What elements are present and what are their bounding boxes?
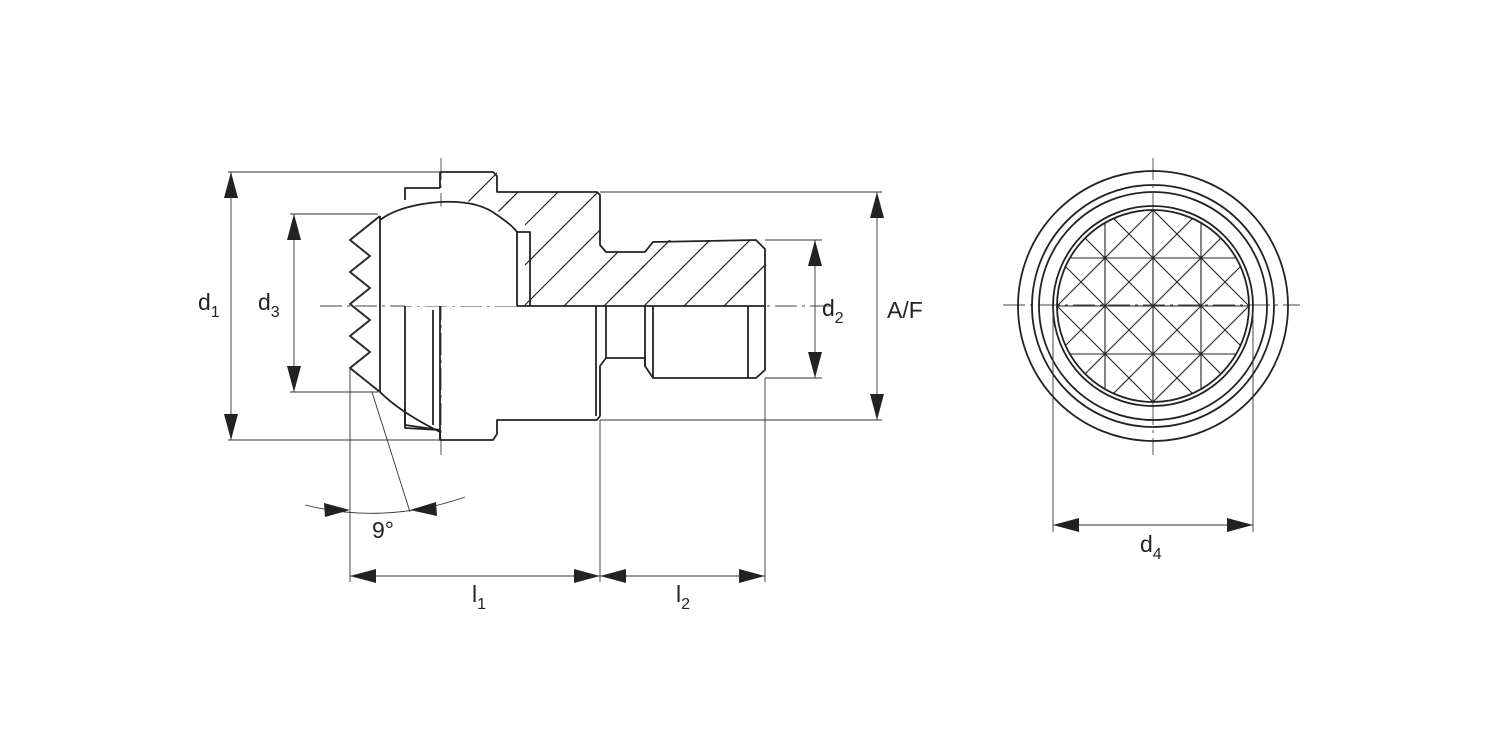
outer-ring: [1017, 170, 1289, 442]
dimension-d4: d4: [1053, 518, 1253, 563]
label-d4-main: d: [1140, 531, 1153, 557]
svg-text:d4: d4: [1140, 531, 1162, 563]
label-d4-sub: 4: [1153, 546, 1162, 563]
label-d2-sub: 2: [835, 310, 844, 327]
dimension-d1: d1: [198, 172, 238, 440]
label-l1-sub: 1: [477, 596, 486, 613]
svg-text:l1: l1: [472, 581, 486, 613]
knurl-pattern: [1057, 210, 1249, 402]
label-d2-main: d: [822, 295, 835, 321]
serrated-face: [349, 215, 381, 393]
dimension-d2: d2: [808, 240, 844, 378]
third-ring: [1038, 191, 1268, 421]
dimension-angle: 9°: [324, 502, 437, 543]
dimension-l1: l1: [350, 569, 600, 613]
label-d1-main: d: [198, 289, 211, 315]
svg-text:d1: d1: [198, 289, 220, 321]
side-view: d1 d3 d2 A/F l1: [198, 158, 923, 613]
inner-bore: [516, 231, 531, 306]
svg-text:l2: l2: [676, 581, 690, 613]
second-ring: [1031, 184, 1275, 428]
dimension-af: A/F: [870, 192, 923, 420]
svg-text:d3: d3: [258, 289, 280, 321]
head-collar: [404, 187, 440, 200]
label-l2-main: l: [676, 581, 681, 607]
label-d3-sub: 3: [271, 304, 280, 321]
body-outline: [404, 171, 766, 441]
label-angle: 9°: [372, 517, 394, 543]
label-l1-main: l: [472, 581, 477, 607]
ball-head: [379, 200, 518, 233]
dimension-d3: d3: [258, 214, 301, 392]
label-d1-sub: 1: [211, 304, 220, 321]
label-l2-sub: 2: [681, 596, 690, 613]
end-view: d4: [1003, 158, 1300, 563]
dimension-l2: l2: [600, 569, 765, 613]
svg-text:d2: d2: [822, 295, 844, 327]
label-d3-main: d: [258, 289, 271, 315]
label-af: A/F: [887, 297, 923, 323]
